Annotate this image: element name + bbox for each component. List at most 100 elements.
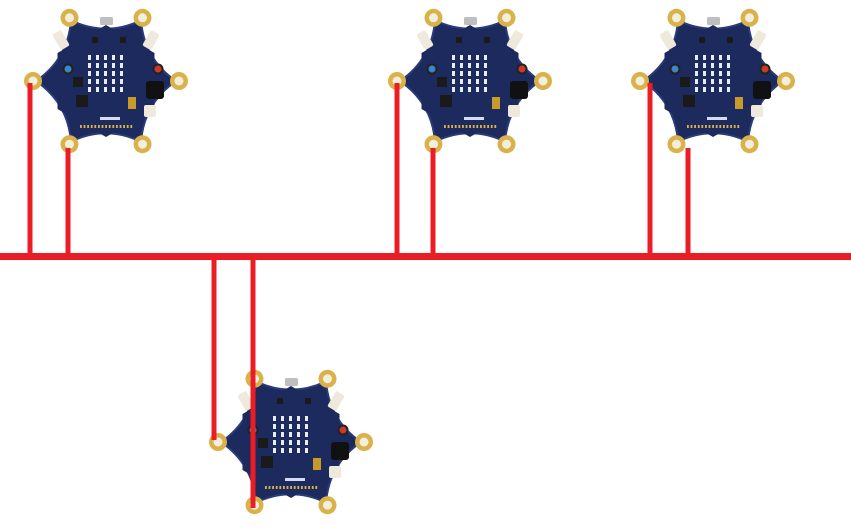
led xyxy=(88,63,91,68)
grove-connector-icon xyxy=(506,30,524,50)
led xyxy=(703,63,706,68)
led xyxy=(719,87,722,92)
led xyxy=(120,79,123,84)
led xyxy=(305,440,308,445)
led xyxy=(104,79,107,84)
capacitor-icon xyxy=(313,458,321,470)
led xyxy=(297,448,300,453)
led xyxy=(460,79,463,84)
pin xyxy=(737,125,740,128)
chip-icon xyxy=(305,398,311,404)
led xyxy=(468,63,471,68)
pin xyxy=(265,486,267,489)
led xyxy=(273,416,276,421)
chip-icon xyxy=(120,37,126,43)
contact-pad-hole xyxy=(65,139,74,149)
button-a-icon xyxy=(671,65,679,73)
led xyxy=(484,55,487,60)
led xyxy=(719,71,722,76)
pin xyxy=(730,125,732,128)
led xyxy=(281,432,284,437)
grove-connector-icon xyxy=(144,105,156,117)
led xyxy=(460,87,463,92)
led xyxy=(727,87,730,92)
pin xyxy=(447,125,450,128)
chip-icon xyxy=(73,77,83,87)
pin xyxy=(293,486,296,489)
pin xyxy=(690,125,693,128)
led xyxy=(711,63,714,68)
led xyxy=(96,87,99,92)
chip-icon xyxy=(92,37,98,43)
button-b-icon xyxy=(761,65,769,73)
pin xyxy=(465,125,468,128)
chip-icon xyxy=(456,37,462,43)
pin xyxy=(701,125,704,128)
led xyxy=(297,432,300,437)
led xyxy=(88,87,91,92)
led xyxy=(695,55,698,60)
calliope-mini-board-icon xyxy=(631,8,795,154)
led xyxy=(460,63,463,68)
led xyxy=(468,71,471,76)
capacitor-icon xyxy=(735,97,743,109)
label-strip xyxy=(464,117,484,120)
pin xyxy=(687,125,689,128)
led xyxy=(104,87,107,92)
grove-connector-icon xyxy=(327,391,345,411)
pin xyxy=(451,125,453,128)
chip-icon xyxy=(484,37,490,43)
led xyxy=(484,87,487,92)
pin xyxy=(462,125,464,128)
chip-icon xyxy=(437,77,447,87)
pin xyxy=(487,125,489,128)
led xyxy=(484,79,487,84)
led xyxy=(727,71,730,76)
battery-connector-icon xyxy=(659,30,677,50)
grove-connector-icon xyxy=(142,30,160,50)
battery-connector-icon xyxy=(237,391,255,411)
usb-connector-icon xyxy=(707,17,720,25)
chip-icon xyxy=(258,438,268,448)
led xyxy=(468,55,471,60)
pin xyxy=(733,125,736,128)
led xyxy=(305,448,308,453)
contact-pad-hole xyxy=(635,76,645,86)
pin xyxy=(112,125,115,128)
pin xyxy=(308,486,310,489)
usb-connector-icon xyxy=(464,17,477,25)
label-strip xyxy=(285,478,305,481)
pin xyxy=(444,125,446,128)
pin xyxy=(275,486,278,489)
pin xyxy=(101,125,104,128)
led-matrix xyxy=(452,55,487,92)
led xyxy=(468,79,471,84)
led xyxy=(281,416,284,421)
pin xyxy=(119,125,122,128)
pin xyxy=(483,125,486,128)
led xyxy=(289,424,292,429)
led xyxy=(112,55,115,60)
pin xyxy=(315,486,318,489)
pin xyxy=(694,125,696,128)
pin xyxy=(697,125,700,128)
led xyxy=(703,79,706,84)
led xyxy=(289,448,292,453)
battery-connector-icon xyxy=(416,30,434,50)
led xyxy=(96,55,99,60)
led xyxy=(727,79,730,84)
led xyxy=(719,79,722,84)
pin xyxy=(726,125,729,128)
led xyxy=(104,55,107,60)
chip-icon xyxy=(76,95,88,107)
pin xyxy=(490,125,493,128)
led xyxy=(104,63,107,68)
contact-pad-hole xyxy=(174,76,184,86)
led xyxy=(305,416,308,421)
led xyxy=(297,424,300,429)
contact-pad-hole xyxy=(672,139,681,149)
led xyxy=(695,71,698,76)
led xyxy=(452,71,455,76)
pin xyxy=(279,486,282,489)
